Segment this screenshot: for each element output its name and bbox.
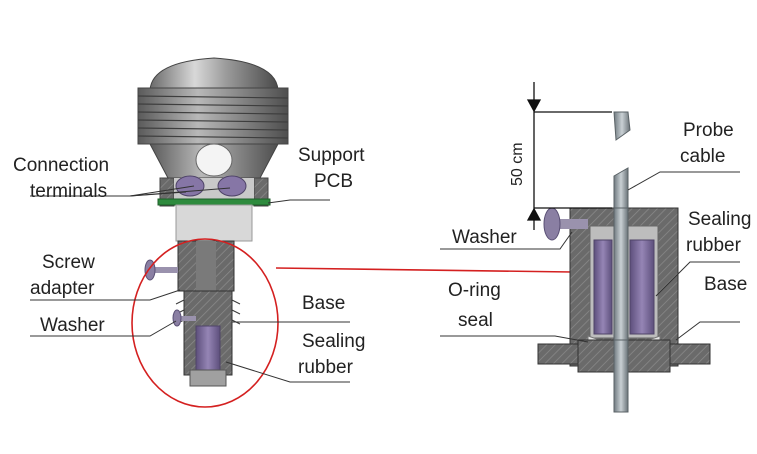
left-assembly [137, 57, 289, 387]
label-sealing-rubber-left-2: rubber [298, 357, 354, 378]
sealing-rubber-right-a [593, 239, 613, 335]
cable-top-segment [613, 111, 631, 141]
inner-opening [195, 143, 233, 177]
label-connection-terminals-1: Connection [13, 155, 109, 176]
callout-connector [275, 267, 573, 273]
thread-lines [137, 95, 289, 139]
washer-head-right [543, 207, 561, 241]
label-dimension-50cm: 50 cm [509, 142, 526, 186]
sealing-rubber-right-b [629, 239, 655, 335]
dimension-marker [526, 82, 612, 230]
label-sealing-rubber-right-1: Sealing [688, 209, 751, 230]
label-o-ring-seal-2: seal [458, 310, 493, 331]
washer-bolt-right [548, 219, 588, 229]
labels: Connection terminals Support PCB Screw a… [13, 120, 751, 378]
cable-exit [613, 339, 629, 413]
support-pcb [157, 198, 271, 206]
leader-lines [30, 171, 740, 383]
label-screw-adapter-1: Screw [42, 252, 95, 273]
adapter-bore [196, 241, 216, 291]
label-sealing-rubber-left-1: Sealing [302, 331, 365, 352]
callout-circle [131, 238, 279, 408]
terminal-left [175, 175, 205, 197]
lower-cavity [175, 204, 253, 242]
terminal-right [217, 175, 247, 197]
right-assembly [537, 111, 711, 413]
label-o-ring-seal-1: O-ring [448, 280, 501, 301]
sealing-rubber-left [195, 325, 221, 371]
washer-head-lower [172, 309, 182, 327]
label-washer-left: Washer [40, 315, 105, 336]
label-support-pcb-2: PCB [314, 171, 353, 192]
label-screw-adapter-2: adapter [30, 278, 95, 299]
label-probe-cable-1: Probe [683, 120, 734, 141]
label-base-left: Base [302, 293, 345, 314]
dome-cap [149, 57, 279, 91]
label-washer-right: Washer [452, 227, 517, 248]
base-bottom [189, 369, 227, 387]
label-sealing-rubber-right-2: rubber [686, 235, 742, 256]
washer-bolt-lower [174, 316, 196, 321]
washer-bolt-upper [148, 267, 178, 273]
label-probe-cable-2: cable [680, 146, 725, 167]
label-support-pcb-1: Support [298, 145, 365, 166]
label-connection-terminals-2: terminals [30, 181, 107, 202]
label-base-right: Base [704, 274, 747, 295]
